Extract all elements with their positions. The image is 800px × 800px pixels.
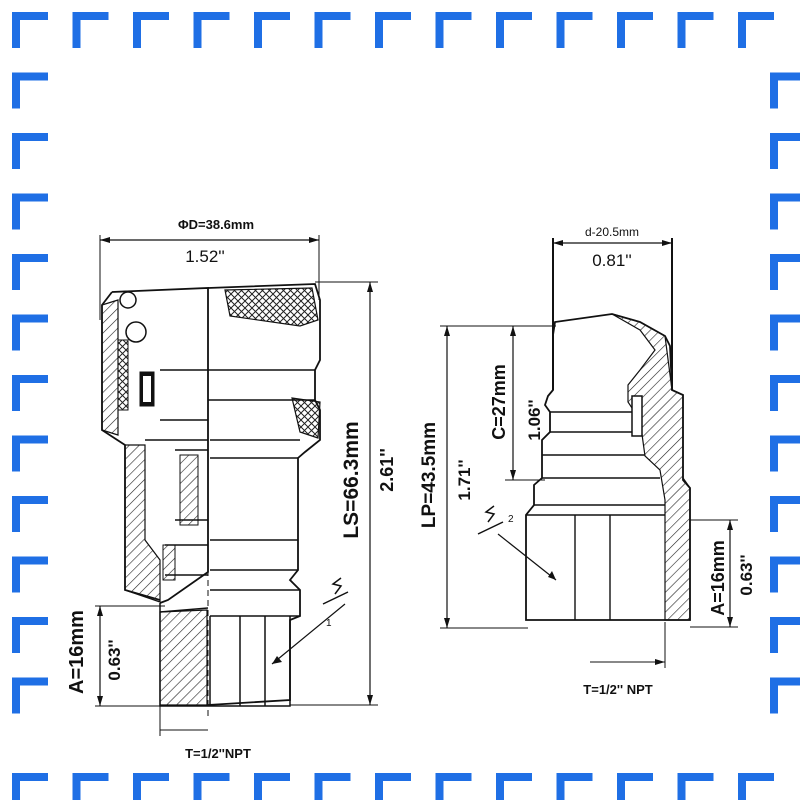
- border-tile: [314, 773, 351, 800]
- border-tile: [375, 12, 411, 48]
- border-tile: [435, 773, 472, 800]
- border-tile: [770, 677, 800, 714]
- border-tile: [12, 72, 48, 109]
- border-tile: [770, 193, 800, 230]
- coupler-ls-mm: LS=66.3mm: [340, 421, 363, 538]
- border-tile: [133, 12, 169, 48]
- coupler-thread: T=1/2''NPT: [185, 746, 251, 761]
- nipple-lp-mm: LP=43.5mm: [419, 422, 440, 528]
- coupler-a-mm: A=16mm: [66, 610, 88, 694]
- border-tile: [12, 556, 48, 593]
- nipple-d-in: 0.81'': [592, 251, 632, 270]
- border-tile: [12, 133, 48, 169]
- nipple-d-mm: d-20.5mm: [585, 225, 639, 239]
- border-tile: [12, 254, 48, 290]
- border-tile: [770, 496, 800, 532]
- border-tile: [770, 435, 800, 472]
- coupler-ls-in: 2.61'': [377, 448, 397, 492]
- border-tile: [770, 314, 800, 351]
- border-tile: [314, 12, 351, 48]
- border-tile: [738, 773, 774, 800]
- border-tile: [254, 773, 290, 800]
- border-tile: [677, 12, 714, 48]
- border-tile: [133, 773, 169, 800]
- border-tile: [193, 12, 230, 48]
- border-tile: [556, 773, 593, 800]
- border-tile: [770, 375, 800, 411]
- coupler-a-in: 0.63'': [105, 639, 124, 680]
- coupler-callout-number: 1: [326, 618, 332, 629]
- border-tile: [12, 773, 48, 800]
- border-tile: [12, 12, 48, 48]
- border-tile: [12, 314, 48, 351]
- border-tile: [72, 773, 109, 800]
- border-tile: [556, 12, 593, 48]
- border-tile: [435, 12, 472, 48]
- border-tile: [738, 12, 774, 48]
- nipple-a-mm: A=16mm: [708, 540, 728, 616]
- border-tile: [12, 435, 48, 472]
- border-tile: [770, 617, 800, 653]
- nipple-c-mm: C=27mm: [489, 364, 509, 440]
- border-tile: [677, 773, 714, 800]
- nipple-lp-in: 1.71'': [455, 459, 474, 500]
- coupler-od-in: 1.52'': [185, 247, 225, 266]
- border-tile: [770, 254, 800, 290]
- border-tile: [770, 556, 800, 593]
- coupler-drawing: [95, 235, 378, 736]
- border-tile: [770, 133, 800, 169]
- border-tile: [12, 617, 48, 653]
- border-tile: [496, 773, 532, 800]
- border-tile: [12, 677, 48, 714]
- border-tile: [12, 193, 48, 230]
- border-tile: [375, 773, 411, 800]
- nipple-drawing: [440, 238, 738, 668]
- coupler-od-mm: ΦD=38.6mm: [178, 217, 254, 232]
- border-tile: [496, 12, 532, 48]
- nipple-callout-number: 2: [508, 514, 514, 525]
- nipple-c-in: 1.06'': [525, 399, 544, 440]
- border-tile: [193, 773, 230, 800]
- border-tile: [254, 12, 290, 48]
- border-tile: [770, 72, 800, 109]
- border-tile: [12, 496, 48, 532]
- border-tile: [617, 773, 653, 800]
- border-tile: [12, 375, 48, 411]
- nipple-thread: T=1/2'' NPT: [583, 682, 652, 697]
- nipple-a-in: 0.63'': [737, 554, 756, 595]
- border-tile: [617, 12, 653, 48]
- border-tile: [72, 12, 109, 48]
